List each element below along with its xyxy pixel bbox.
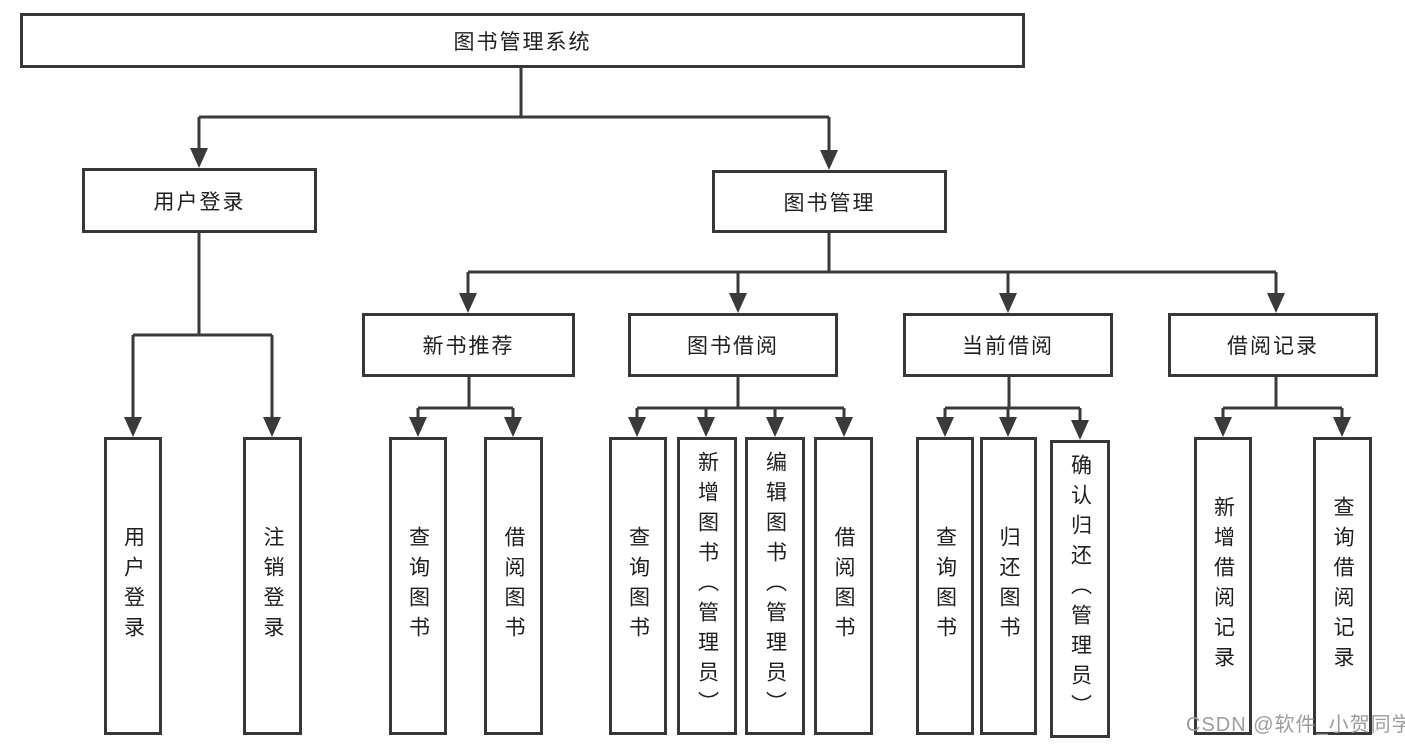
node-label: 归还图书 [997,526,1021,646]
node-label: 图书管理 [783,191,876,215]
leaf-query-books-current: 查询图书 [916,437,974,735]
node-user-login-branch: 用户登录 [82,168,317,233]
node-label: 图书借阅 [687,335,779,358]
arrowhead [835,417,853,437]
leaf-query-books-borrowing: 查询图书 [609,437,667,735]
node-label: 借阅图书 [502,526,526,646]
node-new-book-recommend: 新书推荐 [362,313,575,377]
node-label: 查询图书 [626,526,650,646]
node-label: 用户登录 [121,526,145,646]
leaf-logout-login: 注销登录 [243,437,302,735]
arrowhead [504,417,522,437]
connector-book-management-to-modules [459,233,1285,313]
node-label: 查询借阅记录 [1331,496,1355,676]
arrowhead [1071,420,1089,440]
node-system-root: 图书管理系统 [20,13,1025,68]
leaf-confirm-return-admin: 确认归还（管理员） [1050,440,1110,738]
node-label: 查询图书 [933,526,957,646]
node-current-borrowing: 当前借阅 [903,313,1113,377]
leaf-query-books-recommend: 查询图书 [389,437,447,735]
arrowhead [1214,417,1232,437]
node-borrowing-records: 借阅记录 [1168,313,1378,377]
arrowhead [190,148,208,168]
arrowhead [459,293,477,313]
arrowhead [1333,417,1351,437]
node-label: 确认归还（管理员） [1068,454,1092,724]
leaf-return-book: 归还图书 [980,437,1037,735]
leaf-add-book-admin: 新增图书（管理员） [677,437,737,735]
node-label: 新增借阅记录 [1211,496,1235,676]
connector-user-login-to-leaves [124,233,281,437]
connector-book-borrowing-to-leaves [628,377,853,437]
arrowhead [820,150,838,170]
leaf-add-borrow-record: 新增借阅记录 [1194,437,1252,735]
arrowhead [936,417,954,437]
arrowhead [729,293,747,313]
leaf-edit-book-admin: 编辑图书（管理员） [745,437,805,735]
leaf-borrow-books-borrowing: 借阅图书 [814,437,873,735]
node-label: 借阅图书 [832,526,856,646]
arrowhead [999,293,1017,313]
leaf-query-borrow-record: 查询借阅记录 [1313,437,1372,735]
node-label: 图书管理系统 [453,30,592,54]
node-label: 查询图书 [406,526,430,646]
arrowhead [766,417,784,437]
connector-borrowing-records-to-leaves [1214,377,1351,437]
node-label: 新增图书（管理员） [695,451,719,721]
node-label: 编辑图书（管理员） [763,451,787,721]
arrowhead [628,417,646,437]
arrowhead [1267,293,1285,313]
arrowhead [697,417,715,437]
connector-current-borrowing-to-leaves [936,377,1089,440]
arrowhead [409,417,427,437]
arrowhead [263,417,281,437]
node-label: 借阅记录 [1227,335,1319,358]
node-label: 新书推荐 [422,335,515,358]
csdn-watermark: CSDN @软件_小贺同学 [1186,714,1405,736]
leaf-user-login: 用户登录 [104,437,162,735]
leaf-borrow-books-recommend: 借阅图书 [484,437,543,735]
node-label: 用户登录 [153,190,246,214]
node-label: 当前借阅 [962,335,1054,358]
arrowhead [999,417,1017,437]
connector-new-book-recommend-to-leaves [409,377,522,437]
node-book-borrowing: 图书借阅 [628,313,838,377]
node-book-management: 图书管理 [712,170,947,233]
arrowhead [124,417,142,437]
connector-root-to-branches [190,68,838,170]
node-label: 注销登录 [261,526,285,646]
